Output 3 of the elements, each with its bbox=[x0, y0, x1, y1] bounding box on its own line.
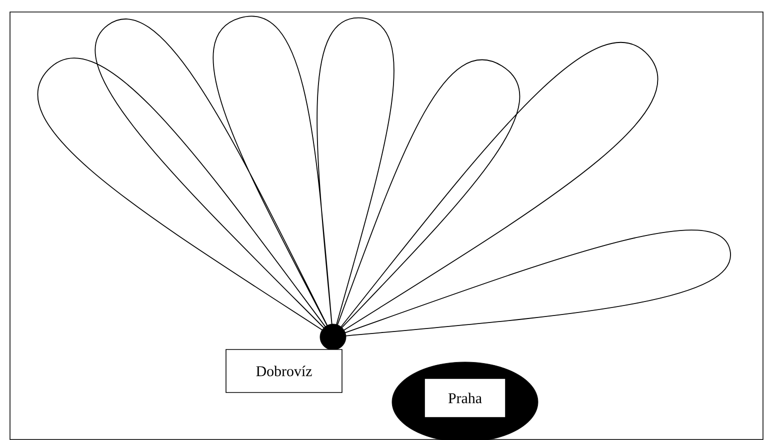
place-box: Praha bbox=[424, 378, 506, 418]
dot bbox=[320, 324, 346, 350]
place-box: Dobrovíz bbox=[226, 349, 342, 393]
